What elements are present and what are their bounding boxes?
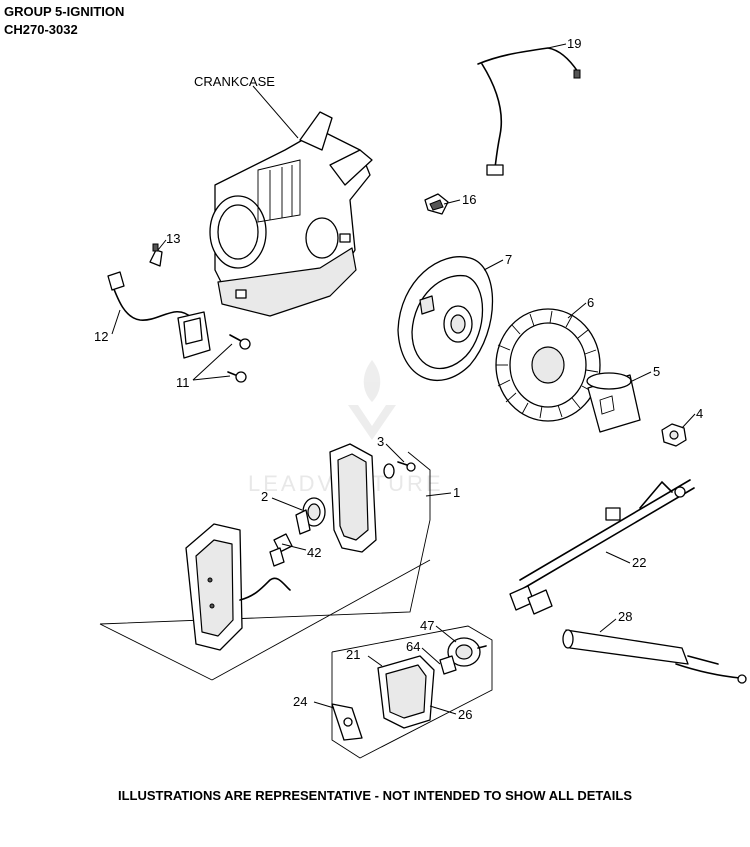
leader-lines — [111, 43, 696, 715]
wiring-harness-22 — [509, 479, 695, 615]
callout-19: 19 — [567, 36, 581, 51]
callout-12: 12 — [94, 329, 108, 344]
callout-11: 11 — [176, 375, 190, 390]
callout-4: 4 — [696, 406, 703, 421]
callout-crankcase: CRANKCASE — [194, 74, 275, 89]
spark-plug-13 — [149, 243, 163, 267]
callout-3: 3 — [377, 434, 384, 449]
callout-64: 64 — [406, 639, 420, 654]
callout-26: 26 — [458, 707, 472, 722]
screws-11 — [227, 334, 251, 383]
flywheel-housing-7 — [397, 256, 494, 382]
ignition-coil-12 — [107, 271, 211, 359]
callout-2: 2 — [261, 489, 268, 504]
callout-28: 28 — [618, 609, 632, 624]
callout-21: 21 — [346, 647, 360, 662]
callout-1: 1 — [453, 485, 460, 500]
fan-flywheel-6 — [495, 308, 601, 422]
disclaimer-note: ILLUSTRATIONS ARE REPRESENTATIVE - NOT I… — [118, 788, 632, 803]
nut-4 — [661, 423, 687, 447]
bracket-24 — [331, 703, 363, 741]
crankcase — [209, 111, 373, 317]
ignition-module-box — [99, 451, 431, 681]
callout-24: 24 — [293, 694, 307, 709]
callout-22: 22 — [632, 555, 646, 570]
model-number: CH270-3032 — [4, 22, 78, 37]
seal-1 — [329, 443, 377, 553]
switch-2 — [295, 497, 326, 535]
wire-lead-19 — [477, 47, 581, 176]
group-title: GROUP 5-IGNITION — [4, 4, 125, 19]
callout-16: 16 — [462, 192, 476, 207]
cup-5 — [586, 372, 641, 433]
callout-6: 6 — [587, 295, 594, 310]
callout-5: 5 — [653, 364, 660, 379]
callout-labels: CRANKCASE 19 16 7 6 5 4 13 12 11 3 2 1 4… — [94, 36, 703, 722]
control-panel — [185, 523, 291, 651]
key-64 — [439, 655, 457, 675]
capacitor-28 — [562, 629, 747, 684]
key-42 — [269, 533, 293, 567]
clip-16 — [424, 193, 449, 215]
callout-42: 42 — [307, 545, 321, 560]
control-box-outline — [331, 625, 493, 759]
control-box-21 — [377, 655, 435, 729]
switch-47 — [447, 637, 487, 667]
callout-47: 47 — [420, 618, 434, 633]
washer-3 — [383, 461, 416, 479]
callout-13: 13 — [166, 231, 180, 246]
callout-7: 7 — [505, 252, 512, 267]
